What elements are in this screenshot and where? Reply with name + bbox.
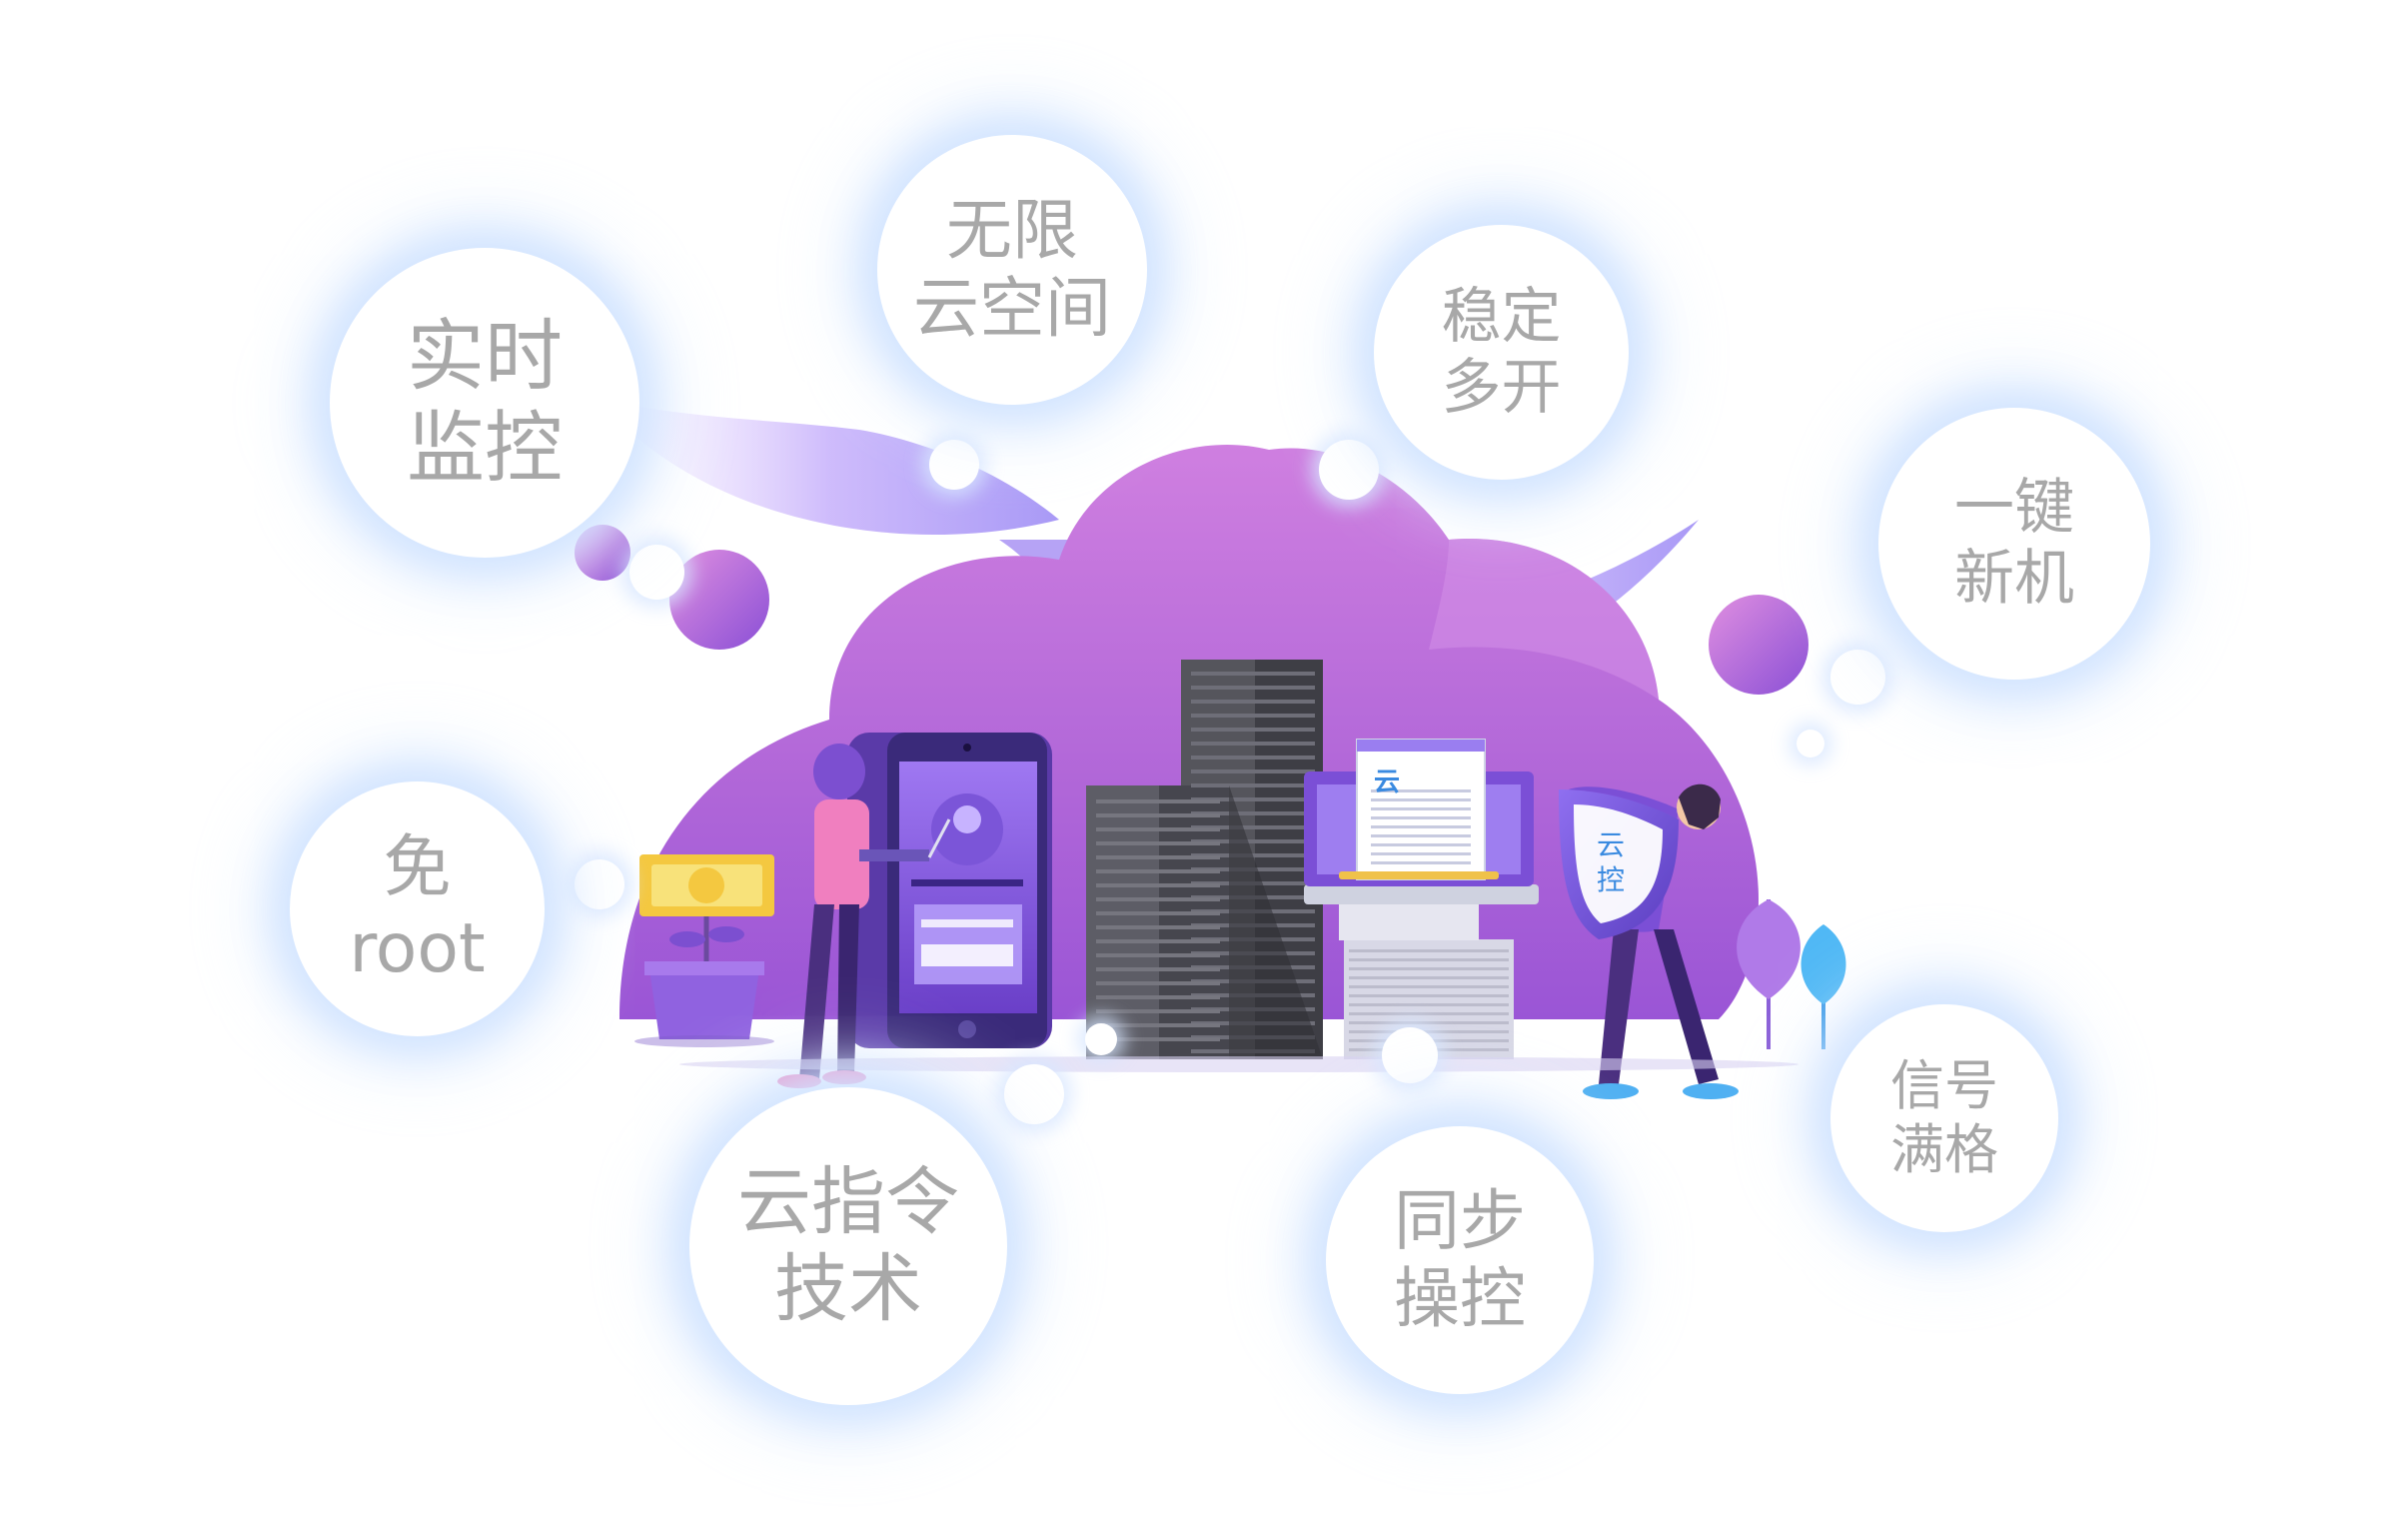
ground-shadow bbox=[679, 1056, 1799, 1072]
decor-dot bbox=[1382, 1027, 1438, 1083]
phone-device bbox=[847, 733, 1052, 1048]
bubble-line: 多开 bbox=[1441, 352, 1562, 423]
document bbox=[1339, 739, 1499, 880]
bubble-line: 稳定 bbox=[1441, 281, 1562, 352]
bubble-line: 技术 bbox=[774, 1246, 922, 1332]
shield-label-line2: 控 bbox=[1597, 863, 1626, 896]
server-shadow bbox=[1229, 785, 1323, 1059]
purple-ball bbox=[575, 525, 630, 581]
bubble-unlimited-space: 无限 云空间 bbox=[877, 135, 1147, 405]
paper-stack bbox=[1304, 884, 1539, 1059]
bubble-line: 同步 bbox=[1394, 1182, 1526, 1260]
money-plant bbox=[634, 854, 774, 1047]
bubble-one-click: 一键 新机 bbox=[1878, 408, 2150, 680]
bubble-line: 操控 bbox=[1394, 1260, 1526, 1337]
bubble-sync-control: 同步 操控 bbox=[1326, 1126, 1594, 1394]
bubble-line: 一键 bbox=[1954, 473, 2074, 544]
decor-dot bbox=[1830, 650, 1885, 705]
document-label: 云 bbox=[1374, 768, 1401, 797]
shield bbox=[1559, 789, 1679, 939]
bubble-line: 免 bbox=[383, 828, 452, 908]
decor-plants bbox=[1737, 899, 1846, 1049]
decor-dot bbox=[1004, 1064, 1064, 1124]
cloud-wisp-left bbox=[600, 400, 1059, 535]
shield-label: 云 控 bbox=[1597, 827, 1625, 897]
bubble-line: 云指令 bbox=[737, 1158, 959, 1245]
cloud-highlight bbox=[1429, 539, 1659, 700]
bubble-line: 监控 bbox=[406, 404, 563, 494]
purple-ball bbox=[669, 550, 769, 650]
bubble-realtime-monitor: 实时 监控 bbox=[330, 248, 639, 558]
bubble-line: root bbox=[349, 908, 486, 988]
purple-ball bbox=[1709, 595, 1808, 695]
decor-dot bbox=[1797, 730, 1824, 758]
decor-dot bbox=[1085, 1023, 1117, 1055]
bubble-line: 满格 bbox=[1890, 1118, 1998, 1181]
decor-dot bbox=[929, 440, 979, 490]
bubble-line: 新机 bbox=[1954, 544, 2074, 614]
bubble-cloud-command: 云指令 技术 bbox=[689, 1087, 1007, 1405]
bubble-line: 云空间 bbox=[913, 270, 1111, 347]
decor-dot bbox=[1319, 440, 1379, 500]
bubble-line: 信号 bbox=[1890, 1054, 1998, 1118]
bubble-full-signal: 信号 满格 bbox=[1830, 1004, 2058, 1232]
decor-dot bbox=[575, 859, 624, 909]
bubble-stable-multi: 稳定 多开 bbox=[1374, 225, 1629, 480]
bubble-line: 实时 bbox=[406, 311, 563, 402]
bubble-no-root: 免 root bbox=[290, 781, 545, 1036]
decor-dot bbox=[629, 545, 684, 600]
shield-label-line1: 云 bbox=[1597, 828, 1626, 861]
woman-figure bbox=[777, 744, 951, 1088]
bubble-line: 无限 bbox=[946, 192, 1078, 270]
